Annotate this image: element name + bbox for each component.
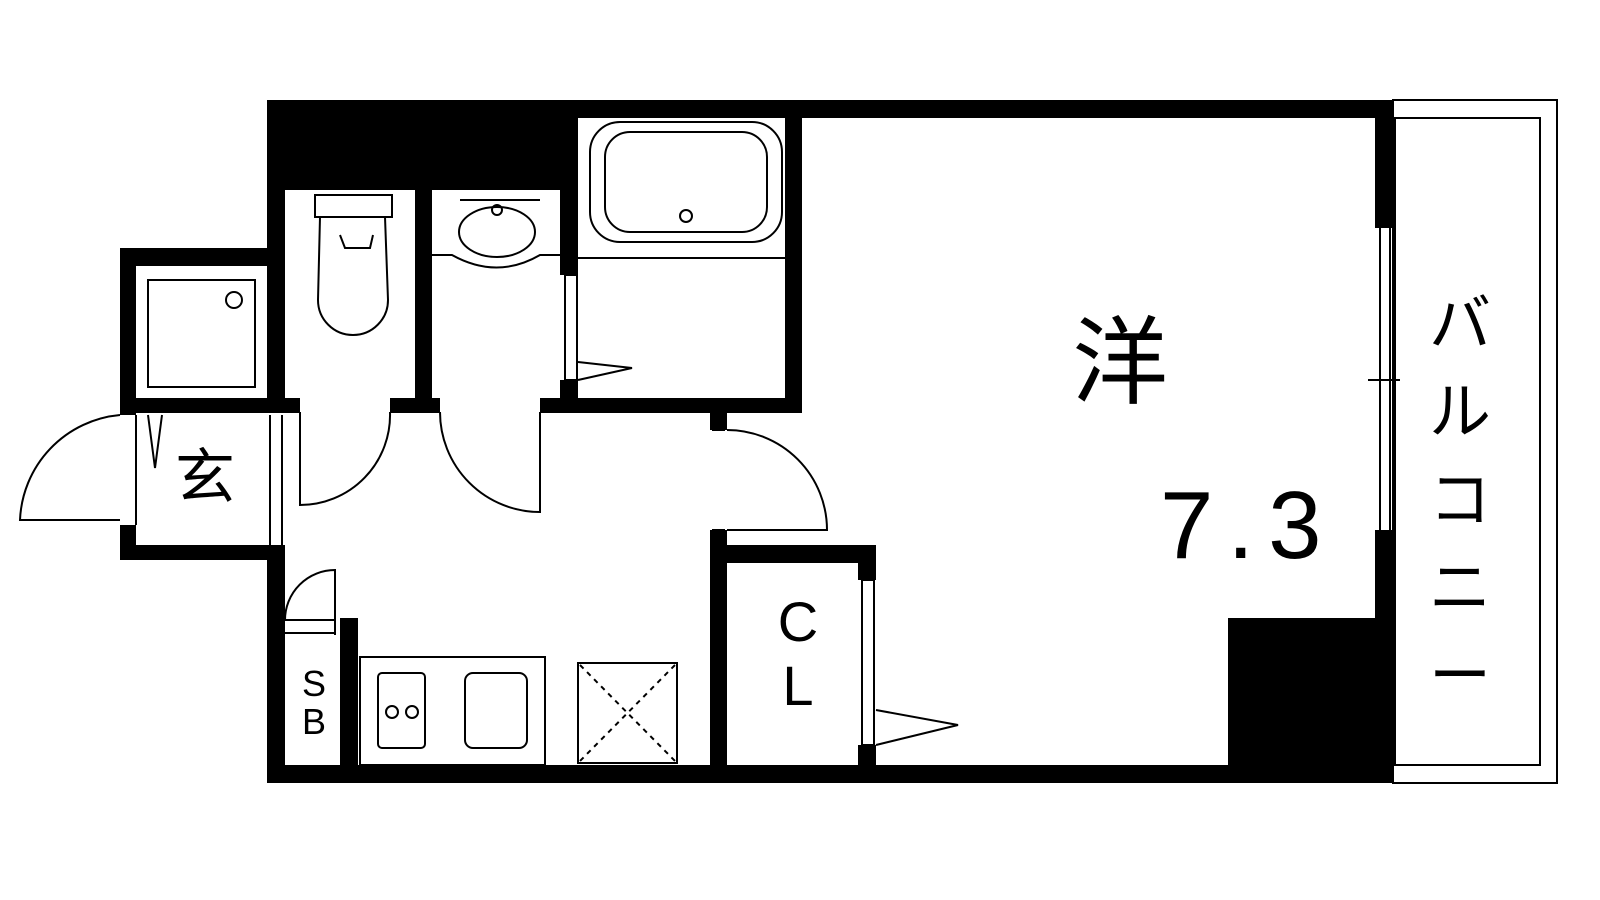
closet-label: C L — [770, 590, 826, 718]
balcony-char: ー — [1428, 639, 1491, 712]
closet-char: L — [782, 654, 814, 717]
balcony-char: コ — [1428, 463, 1491, 536]
main-room-size: 7.3 — [1160, 472, 1336, 579]
fixtures — [18, 99, 1558, 784]
balcony-char: バ — [1428, 287, 1491, 360]
shoe-box-label: S B — [296, 665, 332, 741]
shoe-box-char: S — [301, 663, 326, 704]
shoe-box-char: B — [301, 701, 326, 742]
entrance-label: 玄 — [175, 443, 235, 513]
balcony-label: バ ル コ ニ ー — [1425, 280, 1495, 720]
balcony-char: ル — [1428, 375, 1491, 448]
walls — [120, 100, 1393, 783]
closet-char: C — [777, 590, 819, 653]
main-room-name: 洋 — [1072, 307, 1168, 419]
balcony-char: ニ — [1428, 551, 1491, 624]
